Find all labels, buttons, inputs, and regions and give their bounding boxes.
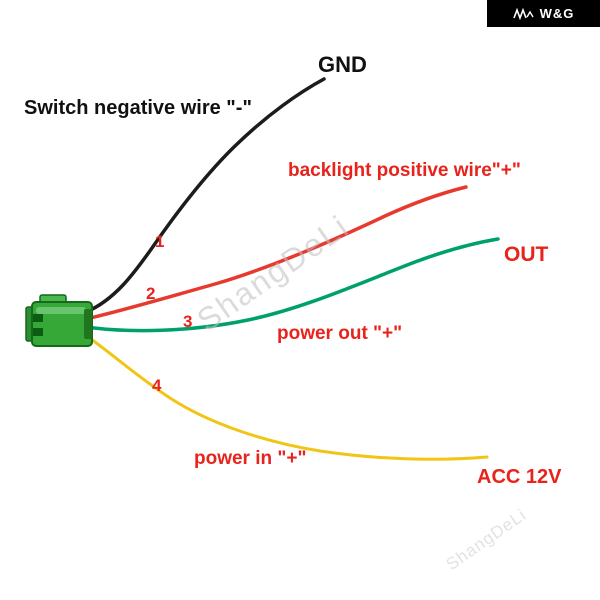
label-switch-negative: Switch negative wire "-" (24, 97, 252, 120)
green-out-wire (84, 237, 500, 333)
label-switch-negative-text: Switch negative wire (24, 97, 227, 119)
green-connector (25, 294, 93, 347)
brand-logo-text: W&G (539, 6, 575, 21)
label-out: OUT (504, 243, 549, 266)
pin-number-2: 2 (146, 284, 156, 303)
label-acc-12v: ACC 12V (477, 466, 562, 488)
label-backlight-positive: backlight positive wire"+" (288, 160, 521, 181)
label-switch-negative-sign: "-" (226, 97, 252, 119)
pin-number-4: 4 (152, 376, 162, 395)
black-gnd-wire (84, 77, 326, 314)
red-backlight-wire (84, 185, 468, 321)
pin-number-1: 1 (155, 232, 165, 251)
label-power-out: power out "+" (277, 323, 403, 344)
yellow-acc-wire (82, 332, 489, 461)
brand-bar: W&G (487, 0, 600, 27)
zigzag-logo-icon (512, 7, 534, 20)
label-power-in: power in "+" (194, 448, 307, 469)
pin-number-3: 3 (183, 312, 193, 331)
label-gnd: GND (318, 52, 367, 77)
